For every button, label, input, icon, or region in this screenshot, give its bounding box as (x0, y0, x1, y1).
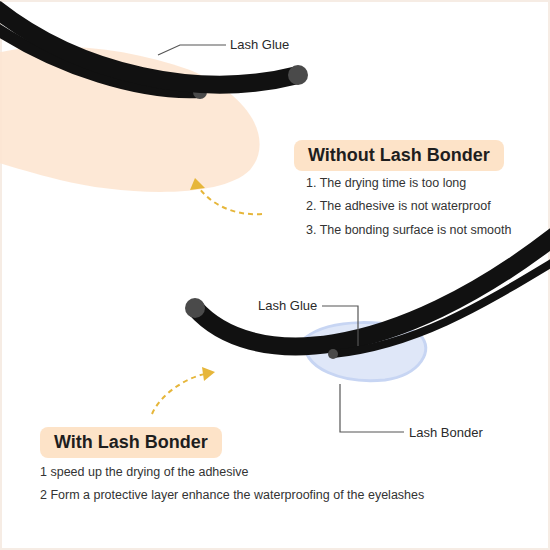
extension-lash (195, 232, 550, 346)
list-item: 3. The bonding surface is not smooth (306, 223, 511, 237)
heading-text: With Lash Bonder (54, 432, 208, 453)
extension-lash (0, 8, 298, 85)
natural-lash (333, 258, 550, 354)
lash-end (288, 65, 308, 85)
arrow-head (202, 367, 215, 381)
lash-end (328, 349, 338, 359)
arrow-head (190, 178, 205, 190)
leader-line (322, 306, 358, 346)
lash-end (185, 298, 205, 318)
list-item: 1 speed up the drying of the adhesive (40, 465, 248, 479)
part-label: Lash Glue (258, 298, 317, 313)
dashed-arrow (197, 185, 262, 214)
dashed-arrow (152, 374, 205, 414)
heading-pill: Without Lash Bonder (294, 140, 504, 171)
part-label: Lash Bonder (409, 425, 483, 440)
leader-line (158, 45, 226, 55)
list-item: 1. The drying time is too long (306, 176, 466, 190)
leader-line (340, 384, 404, 432)
heading-text: Without Lash Bonder (308, 145, 490, 166)
list-item: 2 Form a protective layer enhance the wa… (40, 488, 424, 502)
list-item: 2. The adhesive is not waterproof (306, 199, 491, 213)
heading-pill: With Lash Bonder (40, 427, 222, 458)
part-label: Lash Glue (230, 37, 289, 52)
